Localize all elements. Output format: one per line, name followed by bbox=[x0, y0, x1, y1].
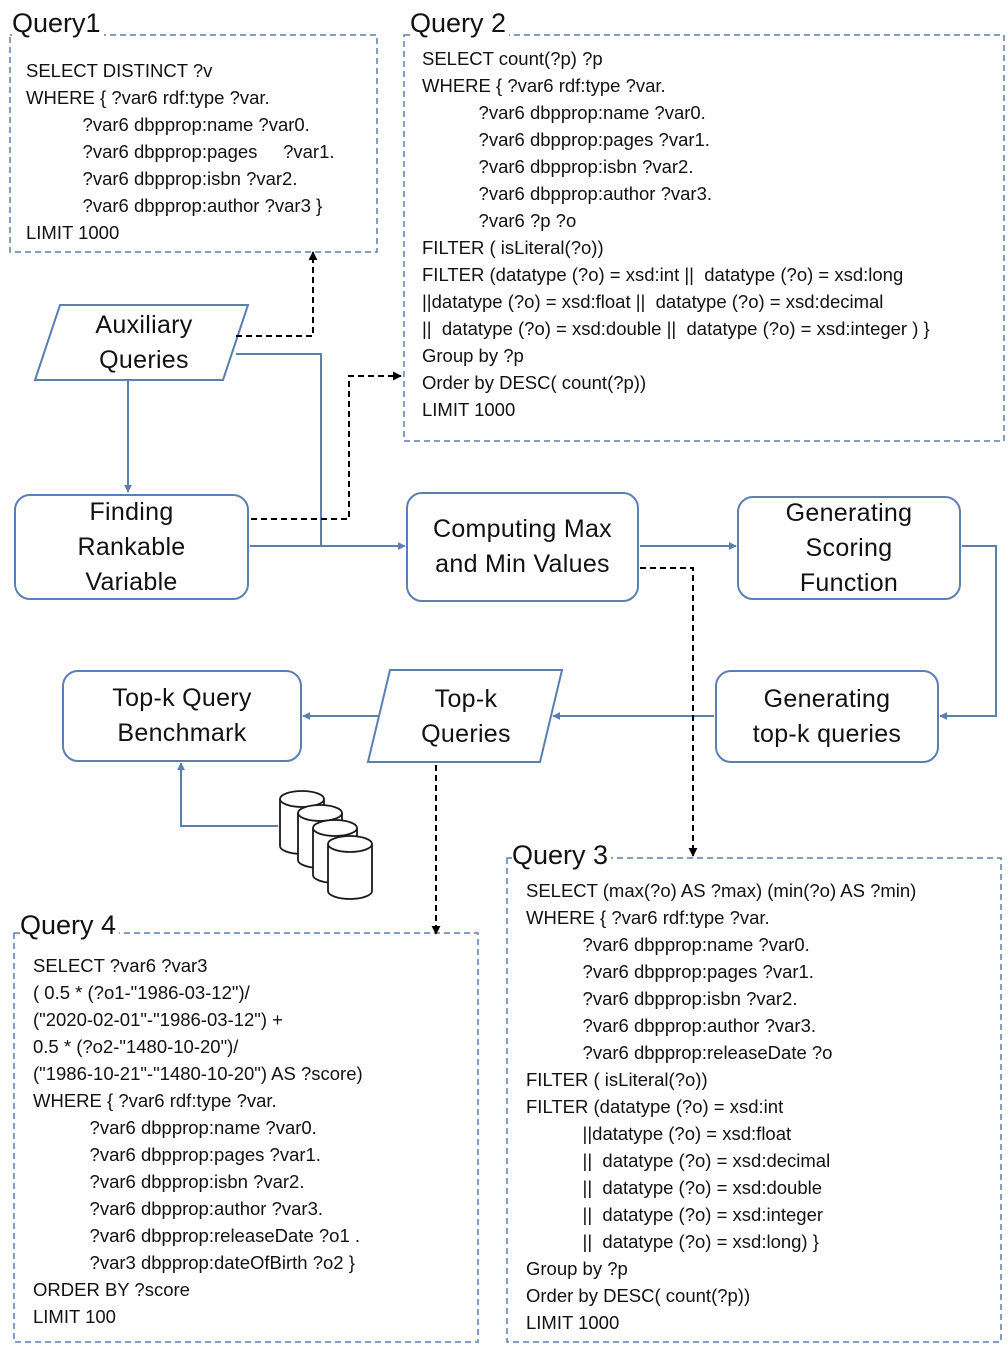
query4-title: Query 4 bbox=[20, 910, 120, 940]
arrow-aux-to-computing bbox=[236, 353, 322, 546]
query4-box bbox=[13, 932, 479, 1343]
auxiliary-queries-shape bbox=[33, 304, 250, 381]
query2-title: Query 2 bbox=[410, 8, 510, 38]
arrow-scoring-to-generating bbox=[939, 545, 997, 720]
query1-title: Query1 bbox=[12, 8, 104, 38]
computing-max-min-node: Computing Max and Min Values bbox=[406, 492, 639, 602]
topk-query-benchmark-node: Top-k Query Benchmark bbox=[62, 670, 302, 762]
query4-code: SELECT ?var6 ?var3 ( 0.5 * (?o1-"1986-03… bbox=[33, 955, 363, 1327]
generating-topk-queries-label: Generating top-k queries bbox=[752, 684, 902, 748]
auxiliary-queries-label: Auxiliary Queries bbox=[95, 311, 193, 374]
generating-scoring-function-label: Generating Scoring Function bbox=[785, 498, 913, 597]
generating-topk-queries-node: Generating top-k queries bbox=[715, 670, 939, 763]
query2-box bbox=[403, 34, 1005, 442]
finding-rankable-variable-node: Finding Rankable Variable bbox=[14, 494, 249, 600]
query2-code: SELECT count(?p) ?p WHERE { ?var6 rdf:ty… bbox=[422, 48, 930, 420]
topk-query-benchmark-label: Top-k Query Benchmark bbox=[112, 684, 252, 747]
arrow-db-to-benchmark bbox=[177, 762, 278, 827]
generating-scoring-function-node: Generating Scoring Function bbox=[737, 496, 961, 600]
topk-queries-shape bbox=[366, 669, 564, 763]
dashed-computing-to-query3 bbox=[640, 567, 698, 857]
computing-max-min-label: Computing Max and Min Values bbox=[433, 515, 612, 578]
query1-code: SELECT DISTINCT ?v WHERE { ?var6 rdf:typ… bbox=[26, 60, 335, 243]
query3-box bbox=[506, 857, 1002, 1343]
database-cylinder-icon bbox=[327, 835, 373, 900]
finding-rankable-variable-label: Finding Rankable Variable bbox=[77, 497, 186, 596]
query3-title: Query 3 bbox=[512, 840, 612, 870]
query1-box bbox=[9, 34, 378, 253]
topk-queries-label: Top-k Queries bbox=[421, 685, 511, 748]
dashed-aux-to-query1 bbox=[236, 251, 318, 337]
query3-code: SELECT (max(?o) AS ?max) (min(?o) AS ?mi… bbox=[526, 880, 917, 1333]
database-stack-icon bbox=[279, 790, 373, 900]
dashed-finding-to-query2 bbox=[251, 371, 402, 520]
